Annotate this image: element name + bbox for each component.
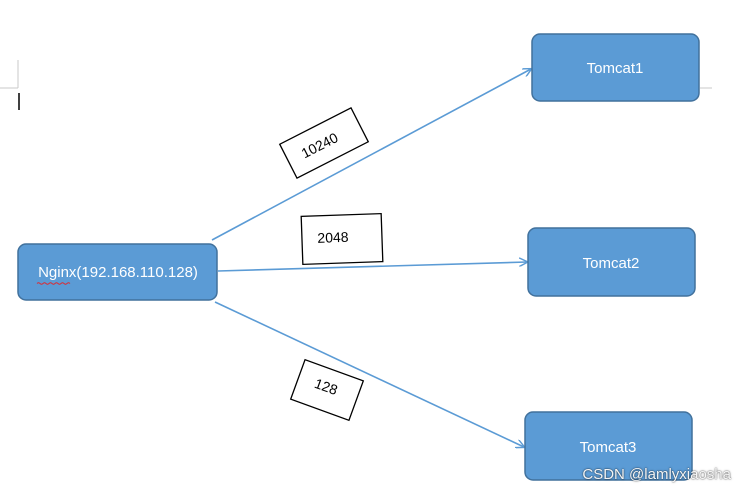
weight-label-tomcat2: 2048 [317, 229, 349, 246]
tomcat2-node-label: Tomcat2 [583, 255, 640, 272]
csdn-watermark: CSDN @lamlyxiaosha [582, 466, 731, 483]
nginx-node-label: Nginx(192.168.110.128) [38, 264, 198, 281]
weight-box-tomcat2[interactable]: 2048 [300, 212, 384, 266]
tomcat1-node-label: Tomcat1 [587, 60, 644, 77]
tomcat3-node[interactable]: Tomcat3 [524, 411, 693, 481]
page-corner-marks [0, 60, 712, 89]
arrow-to-tomcat2 [217, 262, 527, 272]
tomcat1-node[interactable]: Tomcat1 [531, 33, 700, 102]
arrow-to-tomcat3 [214, 301, 524, 447]
tomcat3-node-label: Tomcat3 [580, 439, 637, 456]
arrow-to-tomcat1 [211, 69, 531, 241]
weight-box-tomcat1[interactable]: 10240 [278, 107, 370, 179]
spellcheck-underline [36, 282, 71, 285]
weight-label-tomcat3: 128 [312, 375, 340, 398]
nginx-node[interactable]: Nginx(192.168.110.128) [17, 243, 218, 301]
weight-box-tomcat3[interactable]: 128 [289, 358, 365, 422]
tomcat2-node[interactable]: Tomcat2 [527, 227, 696, 297]
